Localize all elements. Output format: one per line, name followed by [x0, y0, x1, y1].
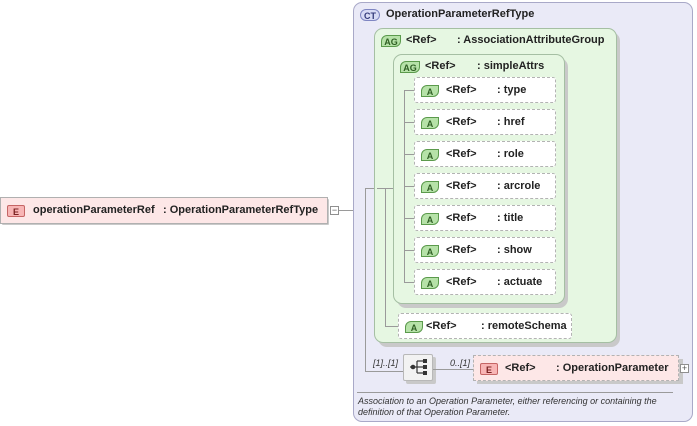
- attribute-name: : show: [497, 244, 532, 256]
- attribute-name: : role: [497, 148, 524, 160]
- connector: [404, 282, 414, 283]
- child-element-ref: <Ref>: [505, 362, 536, 374]
- attribute-arcrole[interactable]: A <Ref> : arcrole: [414, 173, 556, 199]
- child-expand-icon[interactable]: +: [680, 363, 689, 373]
- annotation-divider: [357, 392, 673, 393]
- attribute-ref: <Ref>: [426, 320, 457, 332]
- connector: [404, 250, 414, 251]
- attribute-name: : type: [497, 84, 527, 96]
- attribute-ref: <Ref>: [446, 116, 477, 128]
- root-element-name: operationParameterRef: [33, 204, 155, 216]
- attribute-name: : title: [497, 212, 524, 224]
- attribute-ref: <Ref>: [446, 276, 477, 288]
- attribute-name: : remoteSchema: [481, 320, 567, 332]
- attribute-ref: <Ref>: [446, 180, 477, 192]
- connector: [404, 218, 414, 219]
- attribute-badge-icon: A: [421, 181, 439, 193]
- attribute-group-name: : AssociationAttributeGroup: [457, 34, 605, 46]
- attribute-remote-schema[interactable]: A <Ref> : remoteSchema: [398, 313, 572, 339]
- attribute-badge-icon: A: [421, 277, 439, 289]
- element-badge-icon: E: [7, 205, 25, 217]
- connector: [365, 188, 377, 189]
- element-badge-icon: E: [480, 363, 498, 375]
- child-multiplicity: 0..[1]: [450, 358, 471, 368]
- attribute-badge-icon: A: [421, 85, 439, 97]
- attribute-ref: <Ref>: [446, 244, 477, 256]
- attribute-ref: <Ref>: [446, 148, 477, 160]
- attribute-show[interactable]: A <Ref> : show: [414, 237, 556, 263]
- connector: [385, 188, 386, 326]
- attribute-group-ref: <Ref>: [406, 34, 437, 46]
- annotation-text: Association to an Operation Parameter, e…: [358, 396, 657, 417]
- attribute-role[interactable]: A <Ref> : role: [414, 141, 556, 167]
- connector: [377, 188, 393, 189]
- connector: [365, 188, 366, 371]
- attribute-group-ref: <Ref>: [425, 60, 456, 72]
- attribute-group-badge-icon: AG: [381, 35, 401, 47]
- connector: [404, 90, 414, 91]
- connector: [385, 326, 399, 327]
- child-element-operation-parameter[interactable]: E <Ref> : OperationParameter: [473, 355, 679, 381]
- attribute-badge-icon: A: [421, 117, 439, 129]
- connector: [404, 186, 414, 187]
- attribute-ref: <Ref>: [446, 212, 477, 224]
- attribute-badge-icon: A: [405, 321, 423, 333]
- attribute-title[interactable]: A <Ref> : title: [414, 205, 556, 231]
- attribute-badge-icon: A: [421, 213, 439, 225]
- complex-type-name: OperationParameterRefType: [386, 8, 535, 20]
- complex-type-badge-icon: CT: [360, 9, 380, 21]
- root-collapse-icon[interactable]: −: [330, 205, 339, 215]
- attribute-ref: <Ref>: [446, 84, 477, 96]
- attribute-group-name: : simpleAttrs: [477, 60, 545, 72]
- connector: [404, 154, 414, 155]
- attribute-badge-icon: A: [421, 245, 439, 257]
- child-element-name: : OperationParameter: [556, 362, 669, 374]
- attribute-type[interactable]: A <Ref> : type: [414, 77, 556, 103]
- root-element-box[interactable]: E operationParameterRef : OperationParam…: [0, 197, 328, 224]
- connector: [404, 122, 414, 123]
- attribute-name: : href: [497, 116, 525, 128]
- connector: [365, 371, 405, 372]
- root-element-type: : OperationParameterRefType: [163, 204, 319, 216]
- attribute-href[interactable]: A <Ref> : href: [414, 109, 556, 135]
- attribute-badge-icon: A: [421, 149, 439, 161]
- attribute-name: : actuate: [497, 276, 543, 288]
- connector: [433, 369, 473, 370]
- sequence-compositor-icon[interactable]: [403, 354, 433, 381]
- attribute-name: : arcrole: [497, 180, 541, 192]
- attribute-group-badge-icon: AG: [400, 61, 420, 73]
- attribute-actuate[interactable]: A <Ref> : actuate: [414, 269, 556, 295]
- connector: [339, 210, 365, 211]
- sequence-multiplicity-left: [1]..[1]: [373, 358, 399, 368]
